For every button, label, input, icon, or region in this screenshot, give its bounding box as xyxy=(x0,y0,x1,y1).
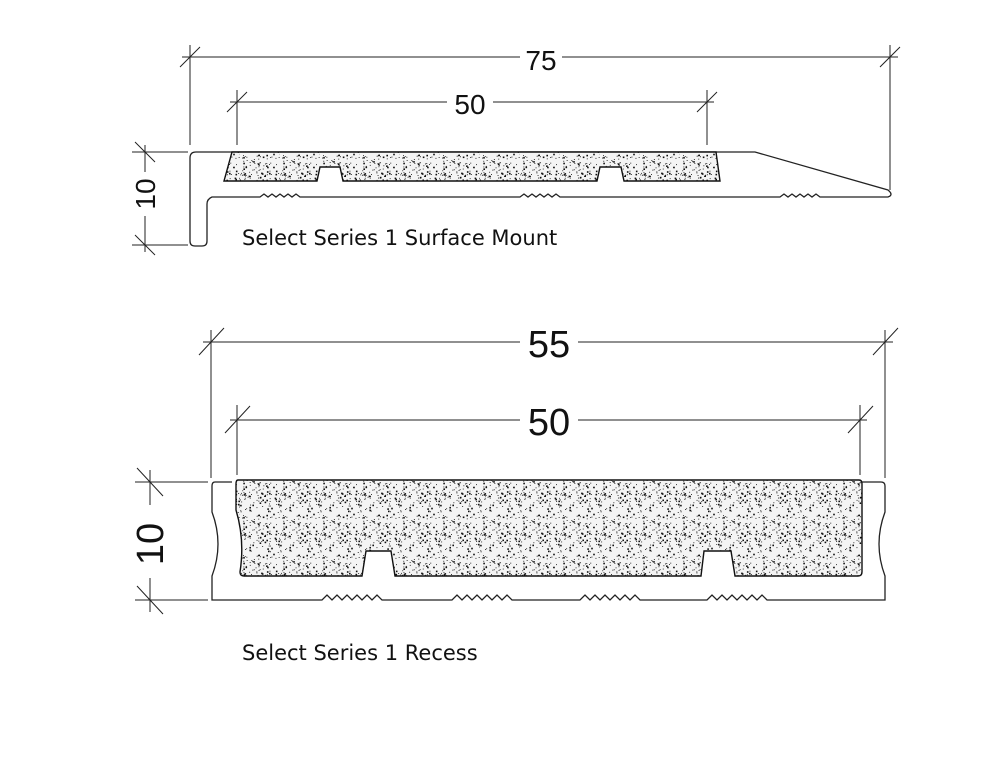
dimension-label: 75 xyxy=(525,45,556,76)
dimension-label: 10 xyxy=(130,178,161,209)
dimension-overall-width: 75 xyxy=(179,45,901,190)
caption-surface-mount: Select Series 1 Surface Mount xyxy=(242,226,557,250)
dimension-label: 10 xyxy=(130,523,172,565)
dimension-label: 55 xyxy=(528,324,570,366)
dimension-insert-width: 50 xyxy=(226,89,718,145)
dimension-insert-width: 50 xyxy=(224,402,874,475)
dimension-label: 50 xyxy=(454,89,485,120)
recess-profile: 55 50 10 Select Series 1 Recess xyxy=(130,324,899,665)
caption-recess: Select Series 1 Recess xyxy=(242,641,478,665)
anti-slip-insert xyxy=(235,479,863,577)
dimension-label: 50 xyxy=(528,402,570,444)
surface-mount-profile: 75 50 10 Select Series 1 Surface Mount xyxy=(130,45,901,256)
dimension-height: 10 xyxy=(130,141,188,256)
aluminium-body xyxy=(211,481,886,601)
aluminium-body xyxy=(189,151,892,247)
dimension-height: 10 xyxy=(130,467,208,615)
anti-slip-insert xyxy=(223,151,721,182)
dimension-overall-width: 55 xyxy=(198,324,899,478)
